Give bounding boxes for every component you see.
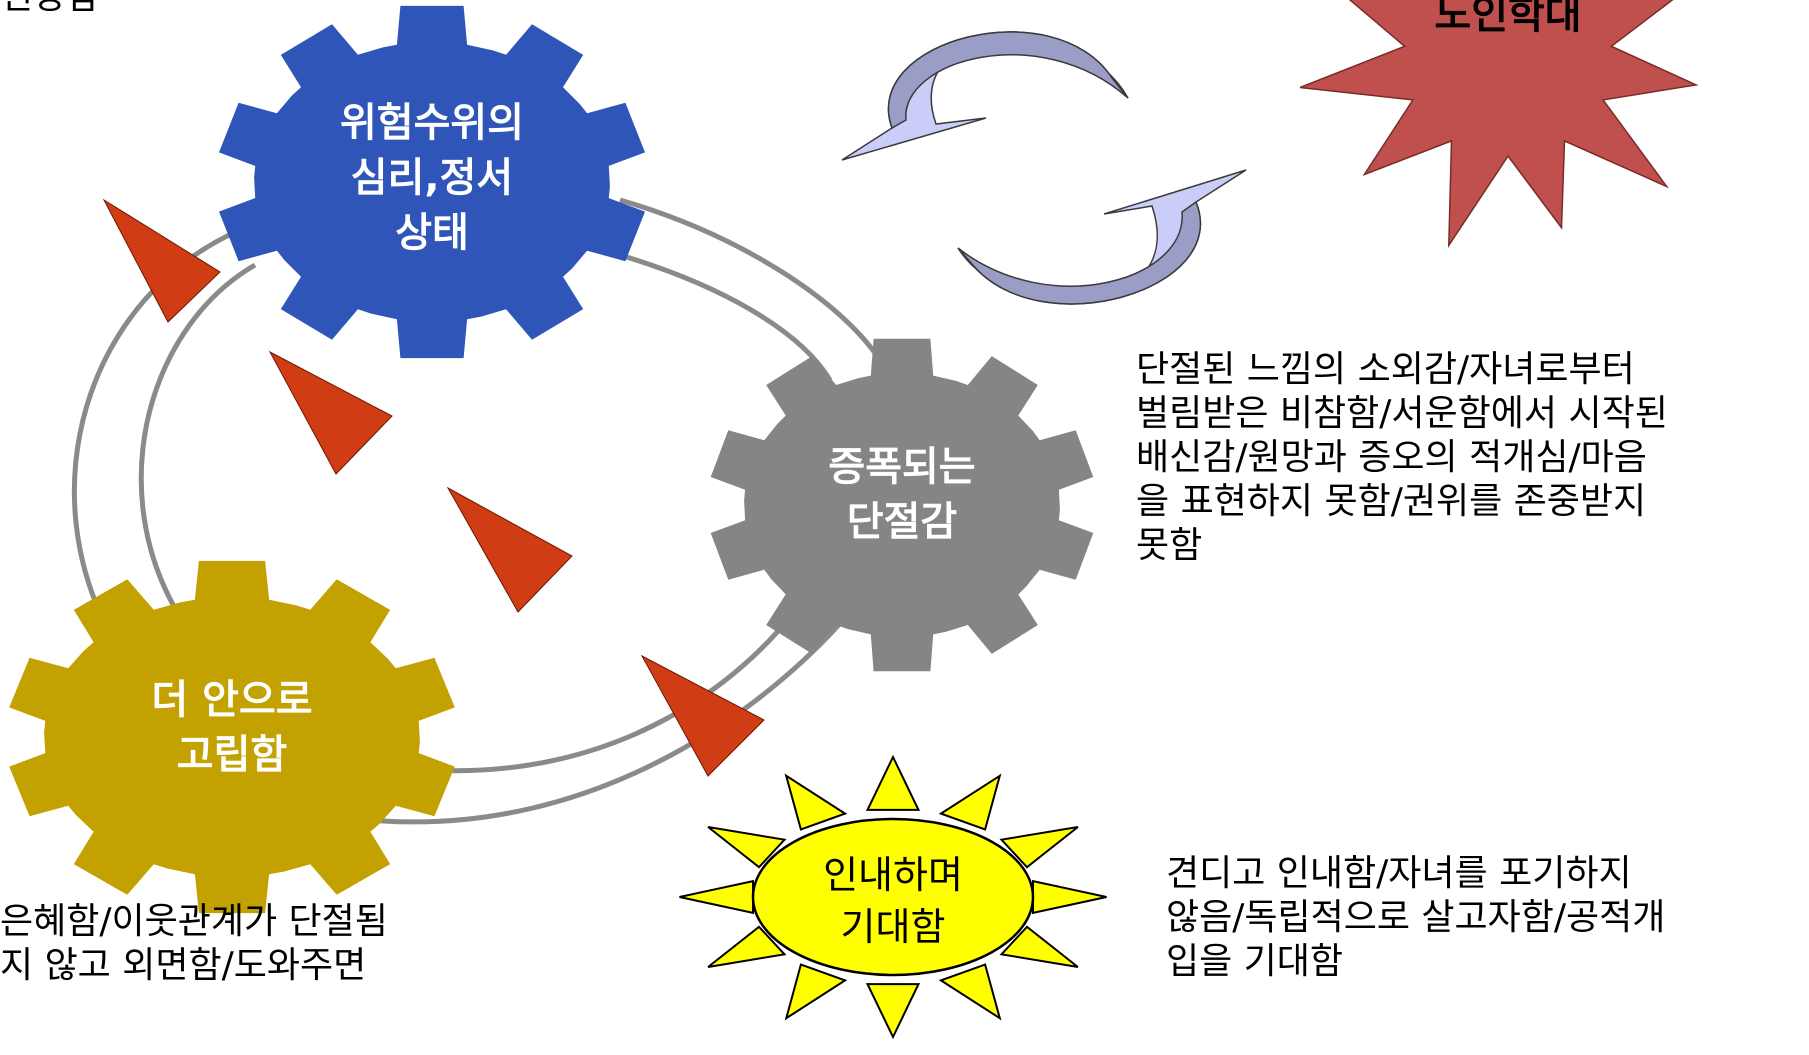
sun-ray-11 [707, 826, 787, 869]
gear-risk-label-2: 심리,정서 [351, 155, 513, 201]
disconnect-desc-line-2: 벌림받은 비참함/서운함에서 시작된 [1136, 393, 1668, 434]
sun-ray-9 [707, 925, 787, 968]
sun-ray-5 [999, 925, 1079, 968]
gear-disconnect-shape [710, 338, 1094, 672]
isolate-desc-line-1: 은혜함/이웃관계가 단절됨 [0, 901, 388, 942]
flow-triangle-2 [268, 350, 393, 475]
sun-desc-line-3: 입을 기대함 [1166, 941, 1344, 982]
top-left-fragment: 현상함 [0, 0, 99, 17]
disconnect-description: 단절된 느낌의 소외감/자녀로부터 벌림받은 비참함/서운함에서 시작된 배신감… [1136, 348, 1668, 568]
elder-abuse-star [1299, 0, 1699, 248]
sun-description: 견디고 인내함/자녀를 포기하지 않음/독립적으로 살고자함/공적개 입을 기대… [1166, 852, 1665, 984]
sun-label-2: 기대함 [841, 905, 946, 949]
isolate-description: 은혜함/이웃관계가 단절됨 지 않고 외면함/도와주면 [0, 900, 388, 988]
disconnect-desc-line-5: 못함 [1136, 525, 1203, 566]
gear-isolate-shape [9, 560, 455, 914]
sun-desc-line-2: 않음/독립적으로 살고자함/공적개 [1166, 897, 1666, 938]
disconnect-desc-line-4: 을 표현하지 못함/권위를 존중받지 [1136, 481, 1647, 522]
flow-triangles [102, 198, 765, 777]
sun-ray-1 [865, 754, 921, 811]
sun-rays [679, 754, 1107, 1040]
ring-top-arc-inner [619, 252, 833, 382]
isolate-desc-line-2: 지 않고 외면함/도와주면 [0, 945, 367, 986]
cycle-arrow-lower-shade [957, 200, 1202, 305]
sun-desc-line-1: 견디고 인내함/자녀를 포기하지 [1166, 853, 1632, 894]
sun-body [751, 817, 1035, 977]
gear-risk-label-3: 상태 [395, 210, 469, 256]
sun-label-1: 인내하며 [823, 853, 963, 897]
cycle-arrow-upper-shade [888, 31, 1129, 130]
sun-ray-6 [938, 963, 1002, 1021]
disconnect-desc-line-1: 단절된 느낌의 소외감/자녀로부터 [1136, 349, 1635, 390]
sun-ray-7 [865, 983, 921, 1040]
gear-risk-label-1: 위험수위의 [340, 100, 524, 146]
gear-disconnect-label-2: 단절감 [847, 499, 958, 545]
gear-risk-state [219, 5, 645, 359]
gear-risk-shape [219, 5, 645, 359]
cycle-arrows-icon [841, 31, 1247, 305]
sun-ray-12 [784, 773, 848, 831]
gear-isolate-label-2: 고립함 [177, 732, 288, 778]
ring-top-arc-outer [619, 197, 883, 362]
sun-ray-4 [1032, 879, 1107, 915]
star-label: 노인학대 [1434, 0, 1581, 38]
flow-triangle-4 [640, 654, 765, 777]
flow-triangle-1 [102, 198, 221, 323]
sun-ray-8 [784, 963, 848, 1021]
gear-isolation [9, 560, 455, 914]
star-shape [1299, 0, 1699, 248]
gear-disconnection [710, 338, 1094, 672]
gear-disconnect-label-1: 증폭되는 [828, 444, 975, 490]
gear-isolate-label-1: 더 안으로 [151, 677, 312, 723]
sun-ray-10 [679, 879, 754, 915]
flow-triangle-3 [446, 486, 573, 613]
sun-ray-3 [999, 826, 1079, 869]
disconnect-desc-line-3: 배신감/원망과 증오의 적개심/마음 [1136, 437, 1647, 478]
sun-ray-2 [938, 773, 1002, 831]
